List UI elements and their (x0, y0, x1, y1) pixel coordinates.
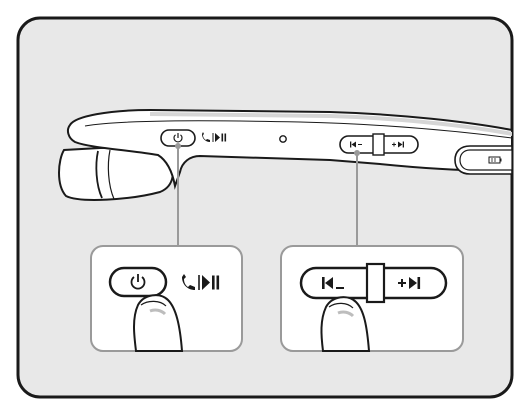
call-play-pause-icon (182, 274, 220, 290)
volume-down-previous-icon (350, 141, 362, 148)
volume-rocker-small (339, 133, 419, 156)
finger-press-icon (320, 296, 371, 352)
battery-icon (488, 156, 502, 164)
finger-press-icon (133, 294, 184, 352)
power-icon (130, 274, 146, 290)
callout-volume (280, 245, 464, 352)
charging-port (454, 145, 513, 175)
callout-power (90, 245, 243, 352)
microphone-hole-icon (279, 135, 287, 143)
volume-up-next-icon (392, 141, 404, 148)
volume-down-previous-icon (322, 277, 344, 289)
call-play-pause-icon (202, 132, 227, 142)
volume-up-next-icon (398, 277, 421, 289)
leader-lines (175, 143, 360, 246)
power-icon (173, 133, 183, 143)
